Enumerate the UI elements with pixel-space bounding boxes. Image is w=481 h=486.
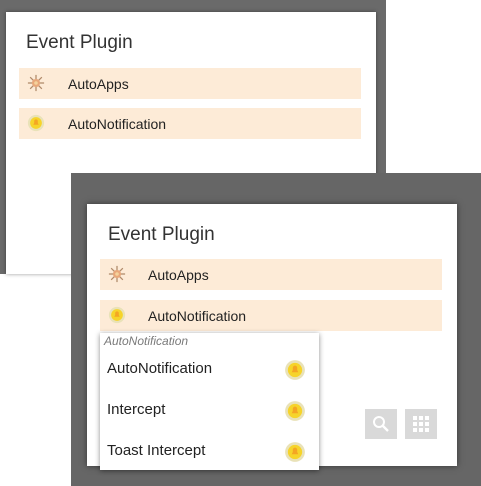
grid-icon <box>413 416 429 432</box>
list-item-autonotification[interactable]: AutoNotification <box>19 108 361 139</box>
grid-button[interactable] <box>405 409 437 439</box>
dialog-title: Event Plugin <box>26 32 133 53</box>
autonotification-dropdown: AutoNotification AutoNotification Interc… <box>100 333 319 470</box>
search-button[interactable] <box>365 409 397 439</box>
dropdown-header: AutoNotification <box>104 334 189 348</box>
dropdown-item-intercept[interactable]: Intercept <box>100 390 319 430</box>
list-item-autonotification[interactable]: AutoNotification <box>100 300 442 331</box>
dialog-title: Event Plugin <box>108 224 215 245</box>
list-item-autoapps[interactable]: AutoApps <box>100 259 442 290</box>
auto-notification-icon <box>108 306 126 324</box>
dropdown-item-label: Intercept <box>107 401 166 418</box>
auto-apps-icon <box>108 265 126 283</box>
list-item-label: AutoApps <box>148 266 209 283</box>
event-plugin-dialog-back: Event Plugin AutoApps AutoNotification <box>6 12 376 274</box>
dropdown-item-toast-intercept[interactable]: Toast Intercept <box>100 431 319 471</box>
list-item-label: AutoNotification <box>148 307 247 324</box>
list-item-label: AutoApps <box>68 75 129 92</box>
auto-notification-icon <box>285 442 305 462</box>
search-icon <box>373 416 389 432</box>
list-item-autoapps[interactable]: AutoApps <box>19 68 361 99</box>
dropdown-item-label: Toast Intercept <box>107 442 206 459</box>
background-window: Event Plugin AutoApps AutoNotification <box>0 0 386 274</box>
auto-apps-icon <box>27 74 45 92</box>
dropdown-item-label: AutoNotification <box>107 360 213 377</box>
auto-notification-icon <box>27 114 45 132</box>
list-item-label: AutoNotification <box>68 115 167 132</box>
dropdown-item-autonotification[interactable]: AutoNotification <box>100 349 319 389</box>
auto-notification-icon <box>285 401 305 421</box>
auto-notification-icon <box>285 360 305 380</box>
